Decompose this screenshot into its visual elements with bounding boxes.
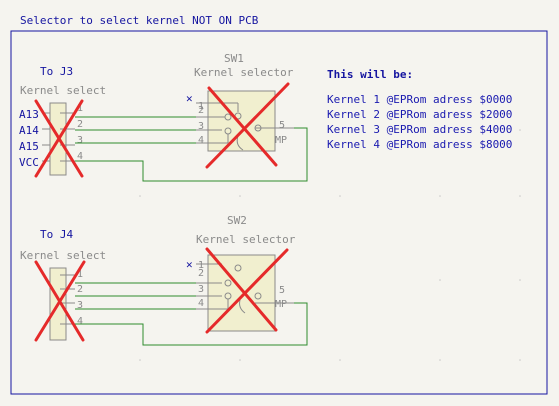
bottom-switch-pin-2: 2 xyxy=(198,268,204,279)
bottom-switch-pin-5: 5 xyxy=(279,285,285,296)
top-cross-switch xyxy=(205,82,290,169)
note-line-1: Kernel 1 @EPRom adress $0000 xyxy=(327,93,512,106)
top-wires xyxy=(75,116,308,182)
bottom-switch-common: MP xyxy=(275,299,287,310)
top-switch-ref: SW1 xyxy=(224,52,244,65)
bottom-switch-pin-3: 3 xyxy=(198,284,204,295)
bottom-switch-sw2[interactable]: SW2 Kernel selector 1 2 3 4 5 MP xyxy=(196,214,296,332)
grid-dots xyxy=(139,129,521,361)
bottom-connector-j4[interactable]: To J4 Kernel select 1 2 3 4 xyxy=(20,228,106,341)
top-switch-pin-2: 2 xyxy=(198,105,204,116)
note-line-4: Kernel 4 @EPRom adress $8000 xyxy=(327,138,512,151)
top-connector-pin-3: 3 xyxy=(77,135,83,146)
top-connector-title: To J3 xyxy=(40,65,73,78)
bottom-switch-value: Kernel selector xyxy=(196,233,296,246)
bottom-switch-pin-1: 1 xyxy=(198,260,204,271)
bottom-connector-value: Kernel select xyxy=(20,249,106,262)
sheet-title: Selector to select kernel NOT ON PCB xyxy=(20,14,259,27)
sheet-frame xyxy=(10,30,548,395)
no-connect-marker: ✕ xyxy=(186,92,193,105)
bottom-connector-pin-3: 3 xyxy=(77,300,83,311)
top-cross-connector xyxy=(34,99,84,178)
bottom-switch-pin-4: 4 xyxy=(198,298,204,309)
bottom-cross-connector xyxy=(34,260,86,342)
top-connector-pin-2: 2 xyxy=(77,119,83,130)
bottom-connector-title: To J4 xyxy=(40,228,73,241)
top-switch-value: Kernel selector xyxy=(194,66,294,79)
top-switch-pin-5: 5 xyxy=(279,120,285,131)
top-connector-pin-4: 4 xyxy=(77,151,83,162)
top-connector-pin-1: 1 xyxy=(77,103,83,114)
net-label-a14: A14 xyxy=(19,124,39,137)
bottom-connector-pin-1: 1 xyxy=(77,269,83,280)
top-switch-pin-3: 3 xyxy=(198,121,204,132)
bottom-connector-pin-4: 4 xyxy=(77,316,83,327)
note-block: This will be: Kernel 1 @EPRom adress $00… xyxy=(327,68,512,151)
top-switch-common: MP xyxy=(275,135,287,146)
bottom-wires xyxy=(75,282,308,346)
top-switch-pin-4: 4 xyxy=(198,135,204,146)
net-label-a15: A15 xyxy=(19,140,39,153)
note-line-3: Kernel 3 @EPRom adress $4000 xyxy=(327,123,512,136)
net-label-vcc: VCC xyxy=(19,156,39,169)
bottom-cross-switch xyxy=(205,247,289,334)
net-label-a13: A13 xyxy=(19,108,39,121)
note-heading: This will be: xyxy=(327,68,413,81)
top-switch-pin-1: 1 xyxy=(198,101,204,112)
note-line-2: Kernel 2 @EPRom adress $2000 xyxy=(327,108,512,121)
top-switch-sw1[interactable]: SW1 Kernel selector 1 2 3 4 5 MP xyxy=(194,52,294,152)
bottom-connector-pin-2: 2 xyxy=(77,284,83,295)
top-connector-value: Kernel select xyxy=(20,84,106,97)
bottom-switch-ref: SW2 xyxy=(227,214,247,227)
no-connect-marker: ✕ xyxy=(186,258,193,271)
